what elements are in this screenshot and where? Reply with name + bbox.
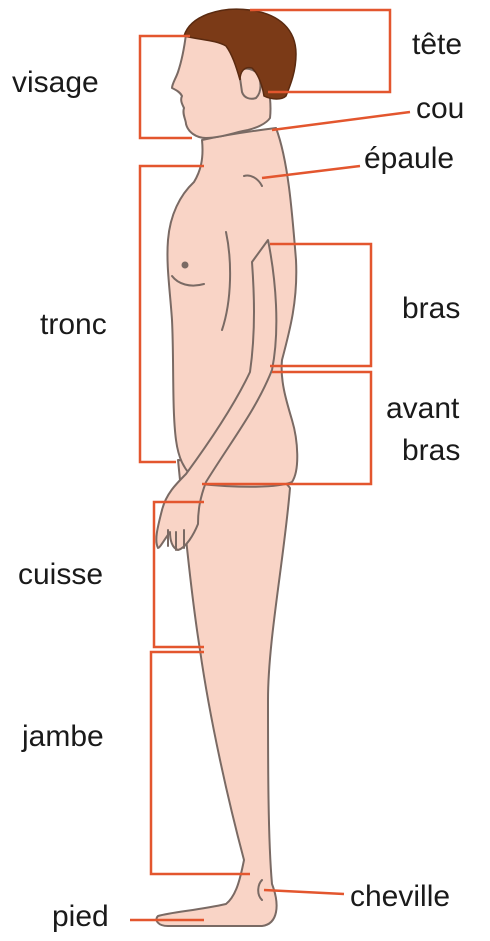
- label-visage: visage: [12, 66, 99, 99]
- label-epaule: épaule: [364, 142, 454, 175]
- label-bras: bras: [402, 292, 460, 325]
- nipple: [182, 262, 189, 269]
- human-figure: [156, 9, 297, 926]
- label-tronc: tronc: [40, 308, 107, 341]
- leader-cou: [272, 112, 410, 130]
- label-avant-bras-line2: bras: [402, 434, 460, 467]
- label-cuisse: cuisse: [18, 558, 103, 591]
- label-pied: pied: [52, 900, 109, 933]
- label-cou: cou: [416, 92, 464, 125]
- label-avant-bras-line1: avant: [386, 392, 460, 425]
- label-jambe: jambe: [21, 720, 104, 753]
- label-cheville: cheville: [350, 880, 450, 913]
- label-tete: tête: [412, 28, 462, 61]
